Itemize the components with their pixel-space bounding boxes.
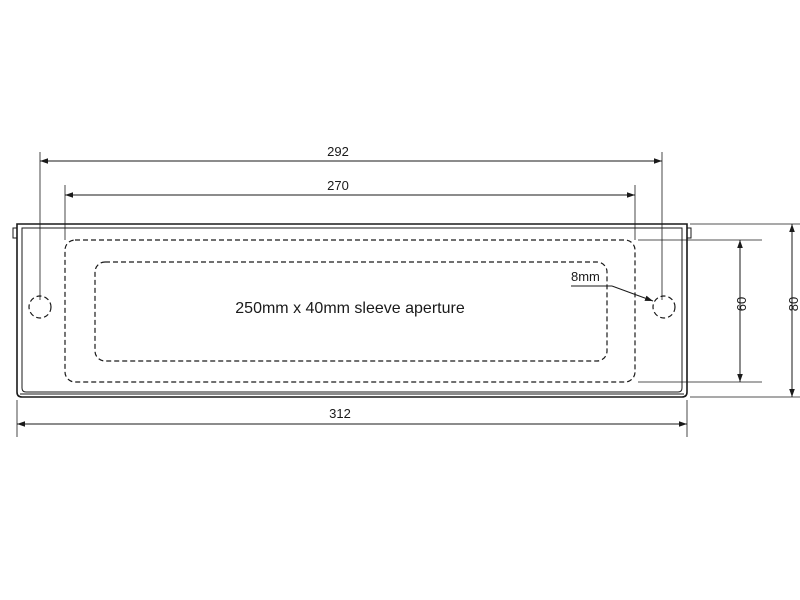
dimension-60: 60 [638, 239, 762, 383]
fixing-hole-left-icon [28, 295, 52, 319]
dimension-312: 312 [16, 400, 688, 437]
fixing-hole-right-icon [652, 295, 676, 319]
dimension-label-60: 60 [734, 297, 749, 311]
dimension-80: 80 [690, 223, 800, 398]
dimension-label-292: 292 [327, 144, 349, 159]
dimension-270: 270 [64, 178, 636, 240]
sleeve-aperture-dashed [94, 261, 608, 362]
hole-size-callout: 8mm [571, 269, 654, 302]
flap-outline-dashed [64, 239, 636, 383]
dimension-label-312: 312 [329, 406, 351, 421]
hole-size-label: 8mm [571, 269, 600, 284]
dimension-label-80: 80 [786, 297, 800, 311]
plate-outline [16, 223, 688, 398]
letter-plate: 250mm x 40mm sleeve aperture [12, 223, 692, 398]
plate-face-line [21, 227, 683, 393]
dimension-label-270: 270 [327, 178, 349, 193]
aperture-label: 250mm x 40mm sleeve aperture [235, 300, 465, 317]
dimension-292: 292 [39, 144, 663, 300]
hole-leader-arrow [611, 285, 654, 302]
